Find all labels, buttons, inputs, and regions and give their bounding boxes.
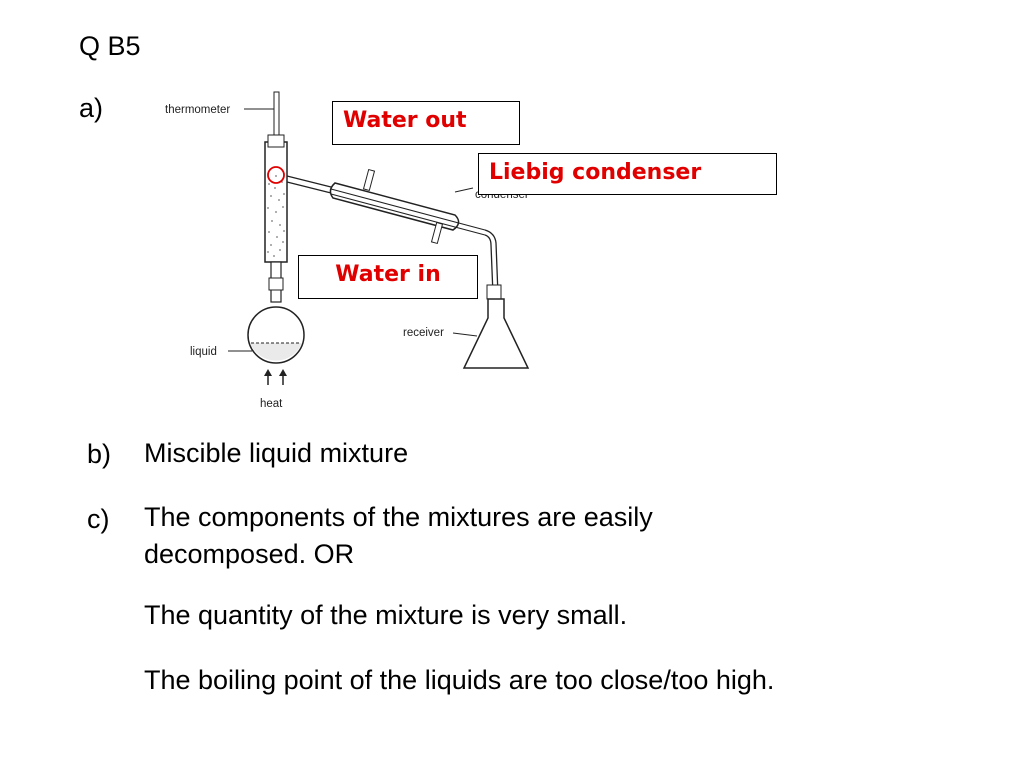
adapter-tube: [484, 229, 499, 296]
flask-liquid: [250, 343, 302, 361]
answer-b-text: Miscible liquid mixture: [144, 438, 409, 468]
heat-label: heat: [260, 398, 283, 410]
question-title: Q B5: [79, 31, 141, 61]
part-a-marker: a): [79, 93, 104, 123]
water-in-callout: Water in: [298, 255, 478, 299]
condenser-jacket: [329, 182, 460, 231]
vapour-outlet-highlight: [267, 166, 285, 184]
water-out-callout: Water out: [332, 101, 520, 145]
answer-marker-b: b): [87, 439, 112, 469]
receiver-label: receiver: [403, 327, 444, 339]
receiver-flask: [462, 298, 530, 369]
top-stopper: [267, 134, 285, 148]
receiver-stopper: [486, 284, 502, 300]
distillation-diagram: thermometer liquid heat: [165, 91, 530, 410]
answer-c-alt-2: The boiling point of the liquids are too…: [144, 665, 775, 695]
side-arm: [286, 175, 336, 189]
answer-c-alt-1: The quantity of the mixture is very smal…: [144, 600, 628, 630]
fractionating-column: [264, 141, 288, 263]
water-out-nozzle: [362, 168, 376, 192]
answer-marker-c: c): [87, 504, 110, 534]
water-in-nozzle: [430, 221, 444, 245]
liquid-label: liquid: [190, 346, 217, 358]
neck-stopper: [268, 277, 284, 291]
thermometer-label: thermometer: [165, 104, 230, 116]
answer-c-text: The components of the mixtures are easil…: [144, 502, 653, 569]
condenser-inner-tube: [330, 188, 486, 231]
liebig-condenser-callout: Liebig condenser: [478, 153, 777, 195]
